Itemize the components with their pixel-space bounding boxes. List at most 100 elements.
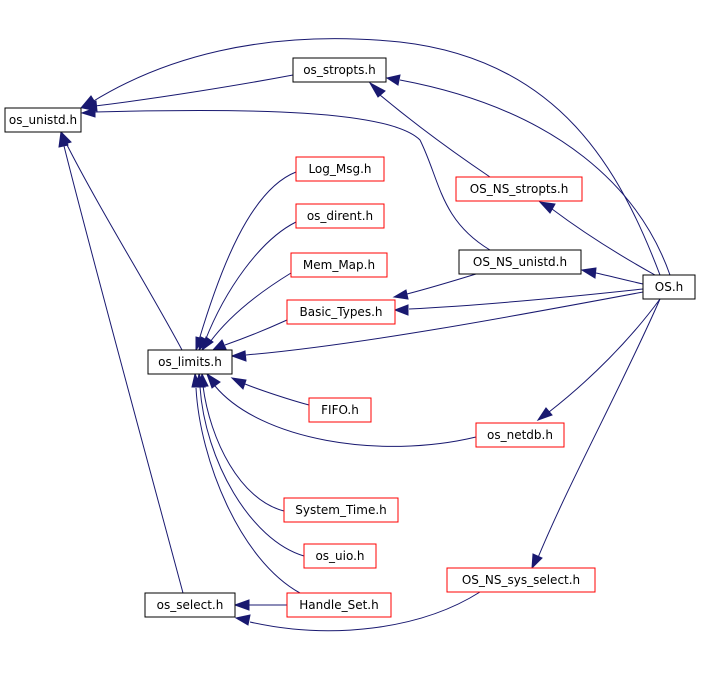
edge-line <box>536 298 661 561</box>
edge-os_uio-to-os_limits <box>195 372 305 557</box>
node-os-unistd[interactable]: os_unistd.h <box>4 107 82 133</box>
edge-line <box>551 208 656 276</box>
edge-arrowhead <box>234 614 251 626</box>
edge-arrowhead <box>80 107 96 118</box>
edge-Basic_Types-to-os_limits <box>211 319 288 351</box>
node-label: FIFO.h <box>321 403 359 417</box>
edge-os_stropts-to-os_unistd <box>81 74 294 112</box>
node-label: Basic_Types.h <box>299 305 382 319</box>
edge-line <box>198 171 297 341</box>
edge-OS-to-OS_NS_stropts <box>538 201 656 276</box>
node-label: OS_NS_sys_select.h <box>462 573 580 587</box>
node-os-limits[interactable]: os_limits.h <box>147 349 233 375</box>
edge-Log_Msg-to-os_limits <box>195 171 297 352</box>
edge-arrowhead <box>191 372 202 388</box>
edge-os_dirent-to-os_limits <box>198 221 297 352</box>
node-label: OS_NS_unistd.h <box>473 255 567 269</box>
edge-line <box>245 291 644 356</box>
node-mem-map[interactable]: Mem_Map.h <box>290 252 388 278</box>
node-box[interactable] <box>458 249 582 275</box>
node-os-ns-unistd[interactable]: OS_NS_unistd.h <box>458 249 582 275</box>
node-label: Handle_Set.h <box>299 598 378 612</box>
edge-arrowhead <box>531 553 543 570</box>
node-box[interactable] <box>292 57 387 83</box>
node-label: os_uio.h <box>315 549 364 563</box>
edge-line <box>214 385 477 447</box>
node-box[interactable] <box>144 592 236 618</box>
edge-arrowhead <box>58 130 69 148</box>
edge-arrowhead <box>230 377 247 390</box>
edge-arrowhead <box>230 350 247 362</box>
edge-line <box>548 298 661 413</box>
node-box[interactable] <box>308 397 372 423</box>
node-label: Mem_Map.h <box>303 258 375 272</box>
edge-OS-to-OS_NS_unistd <box>580 267 644 285</box>
node-basic-types[interactable]: Basic_Types.h <box>286 299 396 325</box>
node-box[interactable] <box>642 274 696 300</box>
edge-OS-to-OS_NS_sys_select <box>531 298 661 570</box>
edge-line <box>408 288 644 310</box>
edge-line <box>199 386 305 557</box>
edges-layer <box>58 38 671 632</box>
node-os-ns-stropts[interactable]: OS_NS_stropts.h <box>455 176 583 202</box>
edge-Handle_Set-to-os_select <box>233 599 287 611</box>
edge-OS-to-os_netdb <box>536 298 661 421</box>
edge-line <box>94 109 491 251</box>
node-os[interactable]: OS.h <box>642 274 696 300</box>
node-os-netdb[interactable]: os_netdb.h <box>475 422 565 448</box>
edge-arrowhead <box>536 407 553 421</box>
node-box[interactable] <box>475 422 565 448</box>
edge-line <box>63 145 184 594</box>
edge-line <box>224 319 288 346</box>
node-label: os_select.h <box>157 598 224 612</box>
edge-line <box>209 272 292 343</box>
node-box[interactable] <box>295 156 385 182</box>
edge-OS-to-os_unistd <box>79 38 661 276</box>
edge-arrowhead <box>201 336 214 352</box>
node-label: System_Time.h <box>295 503 387 517</box>
edge-line <box>379 94 491 178</box>
edge-line <box>94 74 294 107</box>
node-os-uio[interactable]: os_uio.h <box>303 543 377 569</box>
node-label: OS.h <box>655 280 683 294</box>
edge-line <box>91 38 661 276</box>
edge-OS-to-os_stropts <box>385 74 671 276</box>
node-label: os_netdb.h <box>487 428 553 442</box>
node-os-select[interactable]: os_select.h <box>144 592 236 618</box>
node-label: os_stropts.h <box>303 63 376 77</box>
node-box[interactable] <box>147 349 233 375</box>
edge-OS_NS_unistd-to-Basic_Types <box>392 273 477 300</box>
edge-os_select-to-os_unistd <box>58 130 184 594</box>
node-box[interactable] <box>286 592 392 618</box>
node-box[interactable] <box>446 567 596 593</box>
node-label: os_unistd.h <box>9 113 77 127</box>
node-box[interactable] <box>283 497 399 523</box>
node-box[interactable] <box>303 543 377 569</box>
node-handle-set[interactable]: Handle_Set.h <box>286 592 392 618</box>
edge-arrowhead <box>538 201 556 214</box>
node-os-ns-sys-select[interactable]: OS_NS_sys_select.h <box>446 567 596 593</box>
edge-Mem_Map-to-os_limits <box>201 272 292 352</box>
node-fifo[interactable]: FIFO.h <box>308 397 372 423</box>
edge-arrowhead <box>392 289 409 300</box>
edge-OS_NS_sys_select-to-os_select <box>234 591 481 632</box>
node-log-msg[interactable]: Log_Msg.h <box>295 156 385 182</box>
node-box[interactable] <box>286 299 396 325</box>
node-box[interactable] <box>290 252 388 278</box>
node-box[interactable] <box>295 203 385 229</box>
node-os-dirent[interactable]: os_dirent.h <box>295 203 385 229</box>
edge-OS_NS_stropts-to-os_stropts <box>368 81 491 178</box>
edge-arrowhead <box>385 74 401 86</box>
edge-arrowhead <box>206 372 221 389</box>
node-box[interactable] <box>455 176 583 202</box>
edge-os_netdb-to-os_limits <box>206 372 477 447</box>
edge-line <box>195 387 301 594</box>
node-box[interactable] <box>4 107 82 133</box>
node-system-time[interactable]: System_Time.h <box>283 497 399 523</box>
node-label: OS_NS_stropts.h <box>470 182 569 196</box>
edge-OS_NS_unistd-to-os_unistd <box>80 107 491 251</box>
node-os-stropts[interactable]: os_stropts.h <box>292 57 387 83</box>
edge-arrowhead <box>393 304 409 316</box>
edge-arrowhead <box>368 81 386 98</box>
